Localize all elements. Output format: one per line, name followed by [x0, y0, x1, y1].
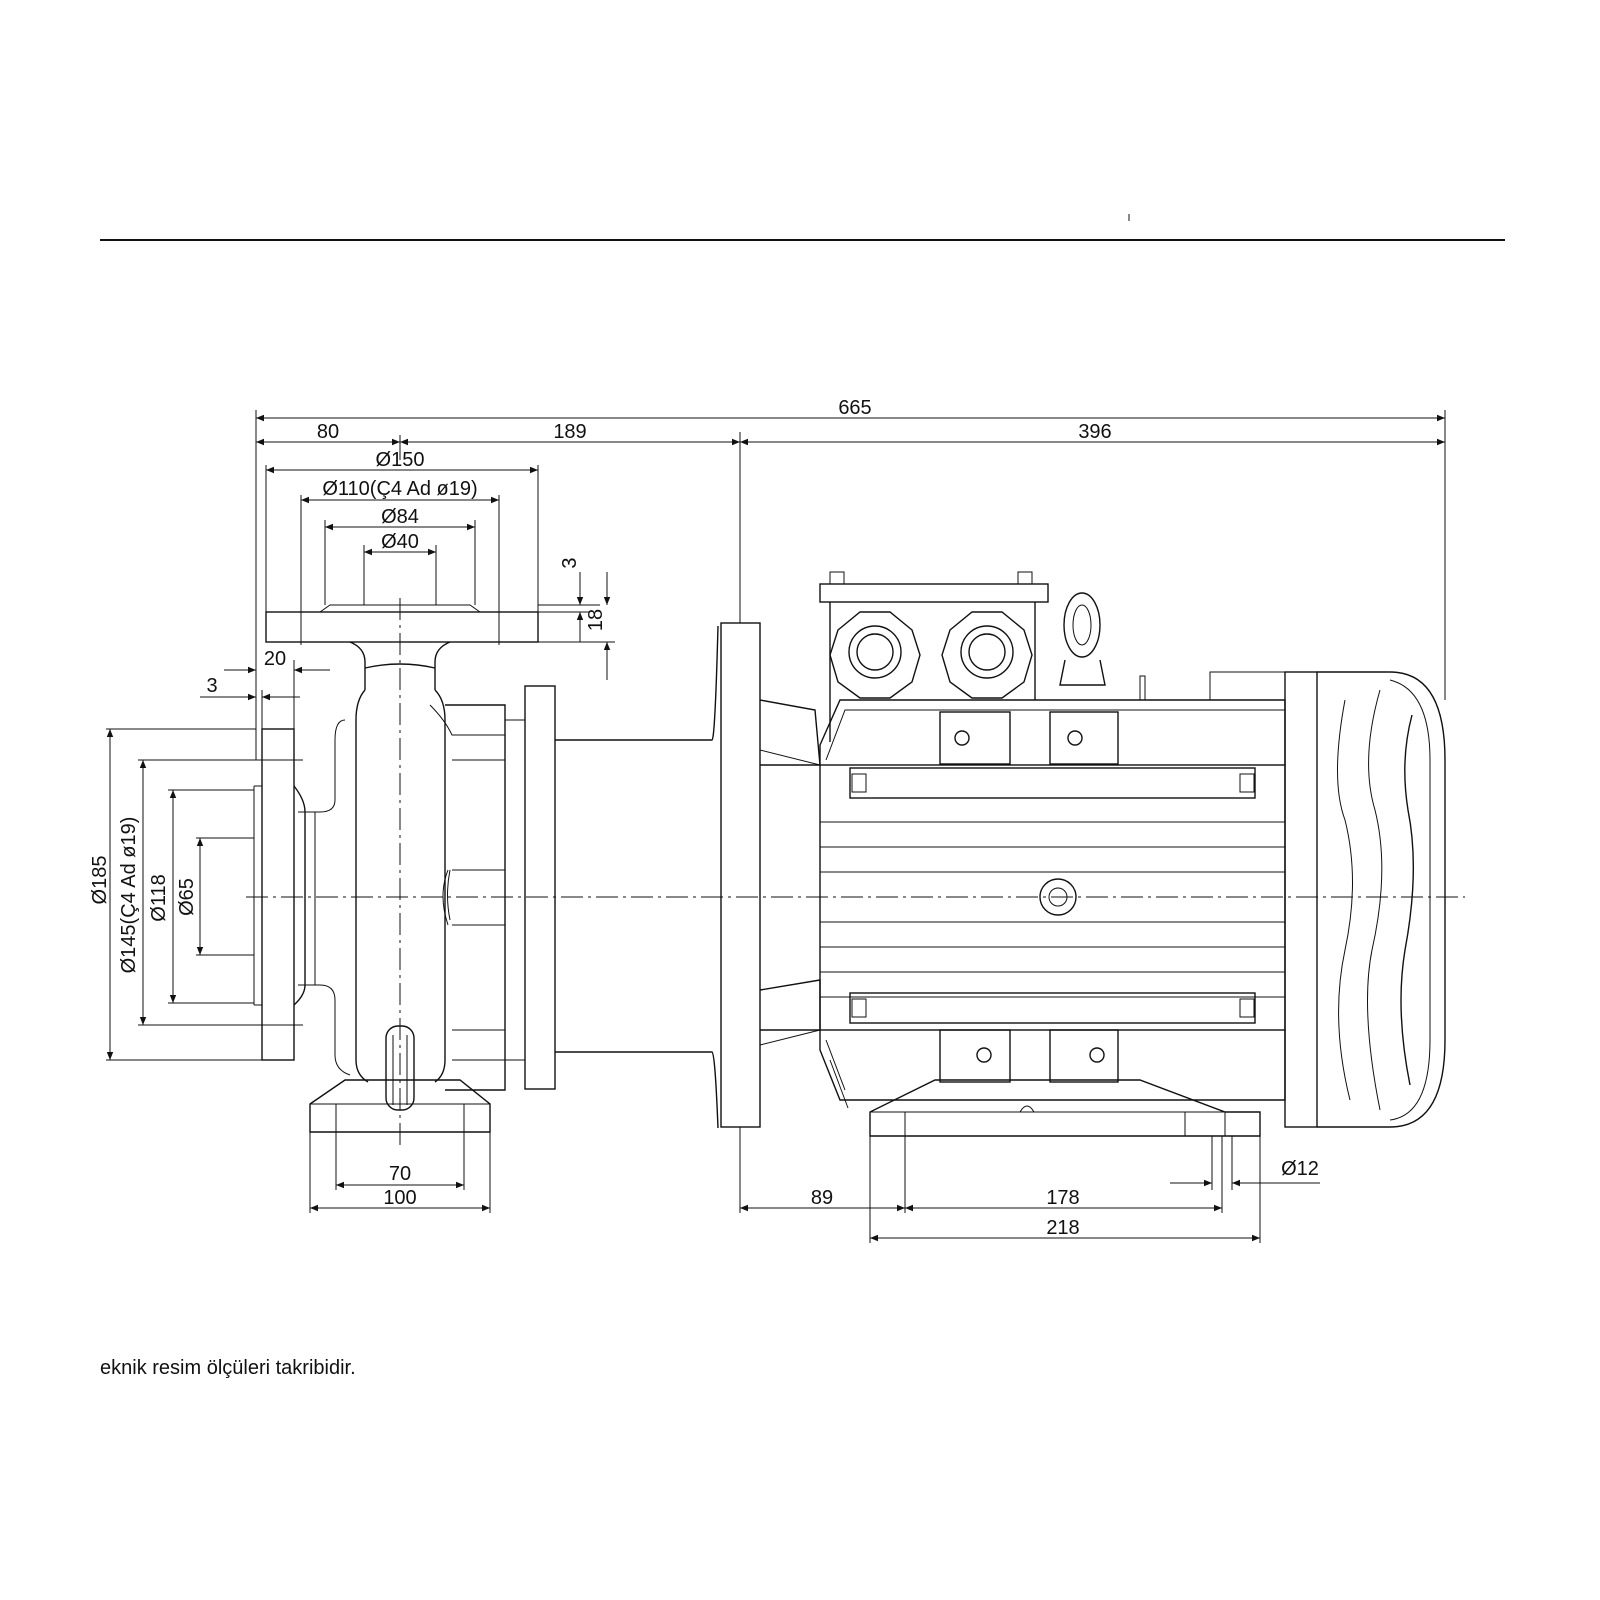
fan-cover	[1284, 671, 1446, 1128]
dim-suction-bore: Ø65	[176, 878, 198, 916]
motor-foot	[869, 1079, 1261, 1137]
dim-suction-flange-thickness: 20	[264, 648, 286, 670]
dim-discharge-bolt-circle: Ø110(Ç4 Ad ø19)	[322, 478, 477, 500]
suction-flange	[261, 728, 295, 1061]
dim-flange-offset: 80	[317, 421, 339, 443]
dim-adapter-length: 189	[553, 421, 586, 443]
dim-motor-foot-hole: Ø12	[1281, 1158, 1319, 1180]
adapter	[505, 622, 761, 1129]
dim-foot-width: 100	[383, 1187, 416, 1209]
dimension-lines	[106, 410, 1446, 1243]
pump-casing	[253, 604, 539, 1133]
cable-gland-right	[941, 611, 1033, 699]
dim-discharge-raised-face: Ø84	[381, 506, 419, 528]
terminal-box	[819, 583, 1049, 603]
drawing-note: eknik resim ölçüleri takribidir.	[100, 1357, 356, 1379]
dim-flange-step: 3	[559, 557, 581, 568]
dim-suction-flange-od: Ø185	[89, 856, 111, 905]
lifting-eye	[1063, 592, 1101, 658]
dim-suction-step: 3	[206, 675, 217, 697]
dim-suction-bolt-circle: Ø145(Ç4 Ad ø19)	[118, 817, 140, 974]
dim-motor-foot-offset: 89	[811, 1187, 833, 1209]
motor-flange	[720, 622, 761, 1128]
dim-motor-foot-width: 218	[1046, 1217, 1079, 1239]
dim-overall-length: 665	[838, 397, 871, 419]
dim-motor-length: 396	[1078, 421, 1111, 443]
shaft-end	[1039, 878, 1077, 916]
dim-foot-bolt-spacing: 70	[389, 1163, 411, 1185]
dim-motor-foot-bolt-spacing: 178	[1046, 1187, 1079, 1209]
motor	[759, 571, 1446, 1137]
discharge-flange	[265, 611, 539, 643]
pump-side-flange	[524, 685, 556, 1090]
cooling-fins	[820, 821, 1285, 998]
dim-flange-thickness: 18	[585, 609, 607, 631]
dim-discharge-bore: Ø40	[381, 531, 419, 553]
dim-suction-raised-face: Ø118	[148, 874, 170, 921]
cable-gland-left	[829, 611, 921, 699]
dim-discharge-flange-od: Ø150	[376, 449, 425, 471]
dimension-labels: 665 80 189 396 Ø150 Ø110(Ç4 Ad ø19) Ø84 …	[89, 397, 1319, 1239]
